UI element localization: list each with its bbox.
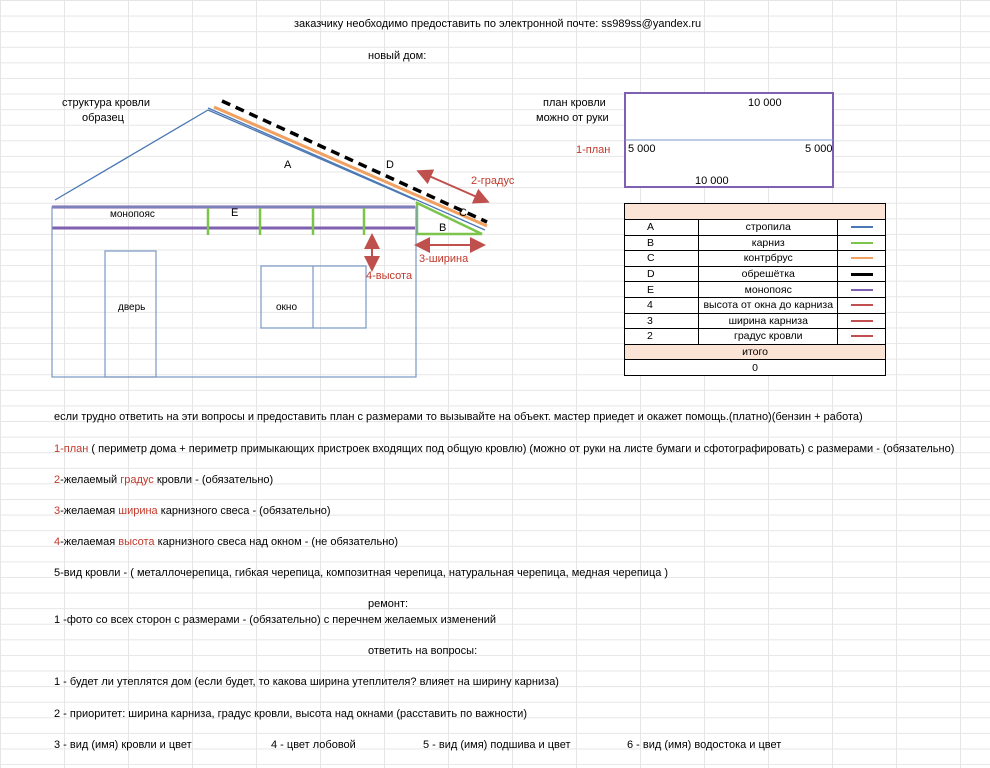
swatch-orange xyxy=(850,257,873,260)
total-value: 0 xyxy=(624,359,886,376)
question-6: 6 - вид (имя) водостока и цвет xyxy=(627,739,782,751)
swatch-blue xyxy=(850,226,873,229)
counter-batten-c xyxy=(213,105,488,228)
legend-row: 2 градус кровли xyxy=(623,328,886,345)
roof-right-slope xyxy=(207,109,416,201)
swatch-red xyxy=(850,335,873,338)
contact-line: заказчику необходимо предоставить по эле… xyxy=(294,18,702,30)
repair-item-1: 1 -фото со всех сторон с размерами - (об… xyxy=(54,614,497,626)
intro-note: если трудно ответить на эти вопросы и пр… xyxy=(54,411,863,423)
eave-triangle-b xyxy=(415,201,483,236)
belt-label: монопояс xyxy=(110,209,155,220)
swatch-red xyxy=(850,304,873,307)
repair-title: ремонт: xyxy=(368,598,409,610)
label-c: C xyxy=(459,207,467,219)
height-label: 4-высота xyxy=(366,270,413,282)
legend-row: 3 ширина карниза xyxy=(623,312,886,330)
legend-table: A стропила B карниз C контрбрус D обрешё… xyxy=(623,203,886,376)
note-1: 1-план ( периметр дома + периметр примык… xyxy=(54,443,955,455)
plan-bottom-dim: 10 000 xyxy=(695,175,729,187)
window-label: окно xyxy=(276,302,298,313)
question-5: 5 - вид (имя) подшива и цвет xyxy=(423,739,571,751)
legend-row: A стропила xyxy=(623,219,886,236)
rafter-a-extension xyxy=(207,107,486,231)
door-label: дверь xyxy=(118,302,146,313)
question-2: 2 - приоритет: ширина карниза, градус кр… xyxy=(54,708,527,720)
plan-top-dim: 10 000 xyxy=(748,97,782,109)
roof-left-slope xyxy=(54,109,209,201)
sample-label: образец xyxy=(82,112,124,124)
plan-right-dim: 5 000 xyxy=(805,143,833,155)
legend-row: E монопояс xyxy=(623,281,886,298)
legend-row: C контрбрус xyxy=(623,250,886,267)
note-5: 5-вид кровли - ( металлочерепица, гибкая… xyxy=(54,567,669,579)
note-3: 3-желаемая ширина карнизного свеса - (об… xyxy=(54,505,331,517)
label-b: B xyxy=(439,222,447,234)
new-house-label: новый дом: xyxy=(368,50,427,62)
legend-row: B карниз xyxy=(623,234,886,252)
plan-label: 1-план xyxy=(576,144,611,156)
house-walls xyxy=(51,206,417,378)
legend-row: 4 высота от окна до карниза xyxy=(623,296,886,314)
degree-arrow xyxy=(416,169,490,204)
plan-left-dim: 5 000 xyxy=(628,143,656,155)
label-a: A xyxy=(284,159,292,171)
swatch-purple xyxy=(850,288,873,291)
legend-row: D обрешётка xyxy=(623,265,886,283)
swatch-green xyxy=(850,241,873,244)
roof-structure-label: структура кровли xyxy=(62,97,150,109)
swatch-red xyxy=(850,319,873,322)
plan-subtitle: можно от руки xyxy=(536,112,609,124)
question-4: 4 - цвет лобовой xyxy=(271,739,356,751)
plan-title: план кровли xyxy=(543,97,606,109)
question-3: 3 - вид (имя) кровли и цвет xyxy=(54,739,192,751)
batten-d xyxy=(221,99,488,224)
note-4: 4-желаемая высота карнизного свеса над о… xyxy=(54,536,399,548)
label-d: D xyxy=(386,159,394,171)
total-label: итого xyxy=(624,343,886,361)
swatch-black xyxy=(850,272,873,276)
width-label: 3-ширина xyxy=(419,253,469,265)
questions-title: ответить на вопросы: xyxy=(368,645,478,657)
door xyxy=(104,250,157,378)
question-1: 1 - будет ли утеплятся дом (если будет, … xyxy=(54,676,559,688)
degree-label: 2-градус xyxy=(471,175,515,187)
note-2: 2-желаемый градус кровли - (обязательно) xyxy=(54,474,274,486)
label-e: E xyxy=(231,207,239,219)
